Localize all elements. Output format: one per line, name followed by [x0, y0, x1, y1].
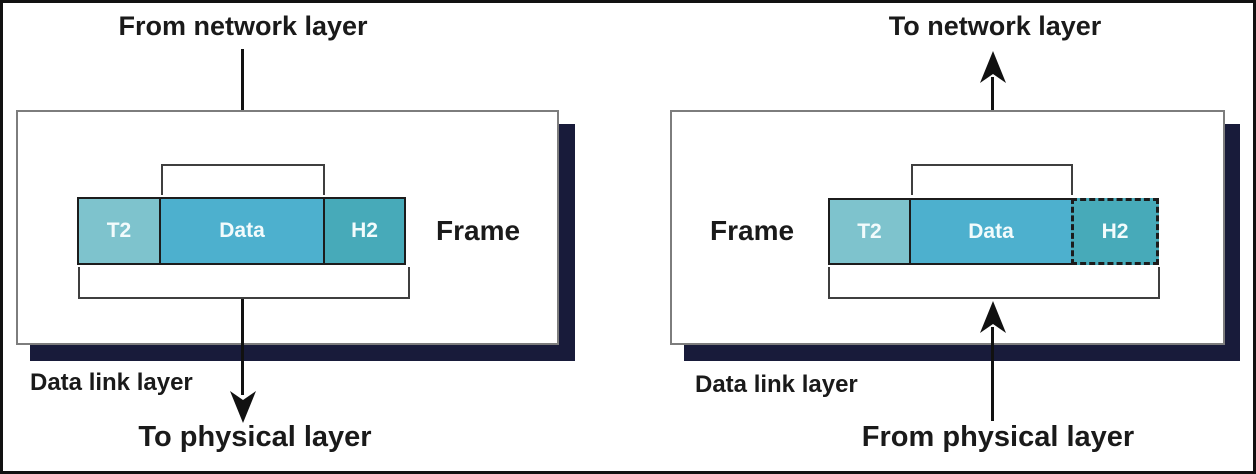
- segment-data-label: Data: [219, 219, 265, 242]
- frame-bracket: [78, 267, 410, 299]
- segment-h2-label: H2: [351, 219, 378, 242]
- data-bracket: [911, 164, 1073, 195]
- segment-h2: H2: [323, 197, 406, 265]
- frame-label: Frame: [710, 215, 795, 246]
- to-physical-arrow-line: [241, 299, 244, 395]
- to-physical-arrowhead-icon: [230, 391, 256, 423]
- data-link-layer-label: Data link layer: [30, 369, 193, 396]
- to-physical-layer-label: To physical layer: [138, 421, 372, 453]
- segment-t2-label: T2: [106, 219, 132, 242]
- frame-bar: T2 Data H2: [77, 197, 406, 265]
- from-physical-arrow-line: [991, 327, 994, 421]
- data-link-layer-label: Data link layer: [695, 371, 858, 398]
- frame-bracket: [828, 267, 1160, 299]
- segment-data: Data: [909, 198, 1073, 265]
- down-arrow-line: [241, 49, 244, 141]
- segment-t2: T2: [828, 198, 911, 265]
- segment-data-label: Data: [968, 219, 1014, 243]
- segment-t2: T2: [77, 197, 161, 265]
- to-network-layer-label: To network layer: [888, 11, 1102, 41]
- segment-h2-label: H2: [1101, 219, 1129, 243]
- segment-h2-dashed: H2: [1071, 198, 1159, 265]
- from-network-layer-label: From network layer: [118, 11, 368, 41]
- from-physical-layer-label: From physical layer: [861, 421, 1135, 453]
- frame-label: Frame: [436, 215, 521, 246]
- segment-data: Data: [159, 197, 325, 265]
- data-bracket: [161, 164, 325, 195]
- segment-t2-label: T2: [857, 219, 882, 243]
- frame-bar: T2 Data H2: [828, 198, 1159, 265]
